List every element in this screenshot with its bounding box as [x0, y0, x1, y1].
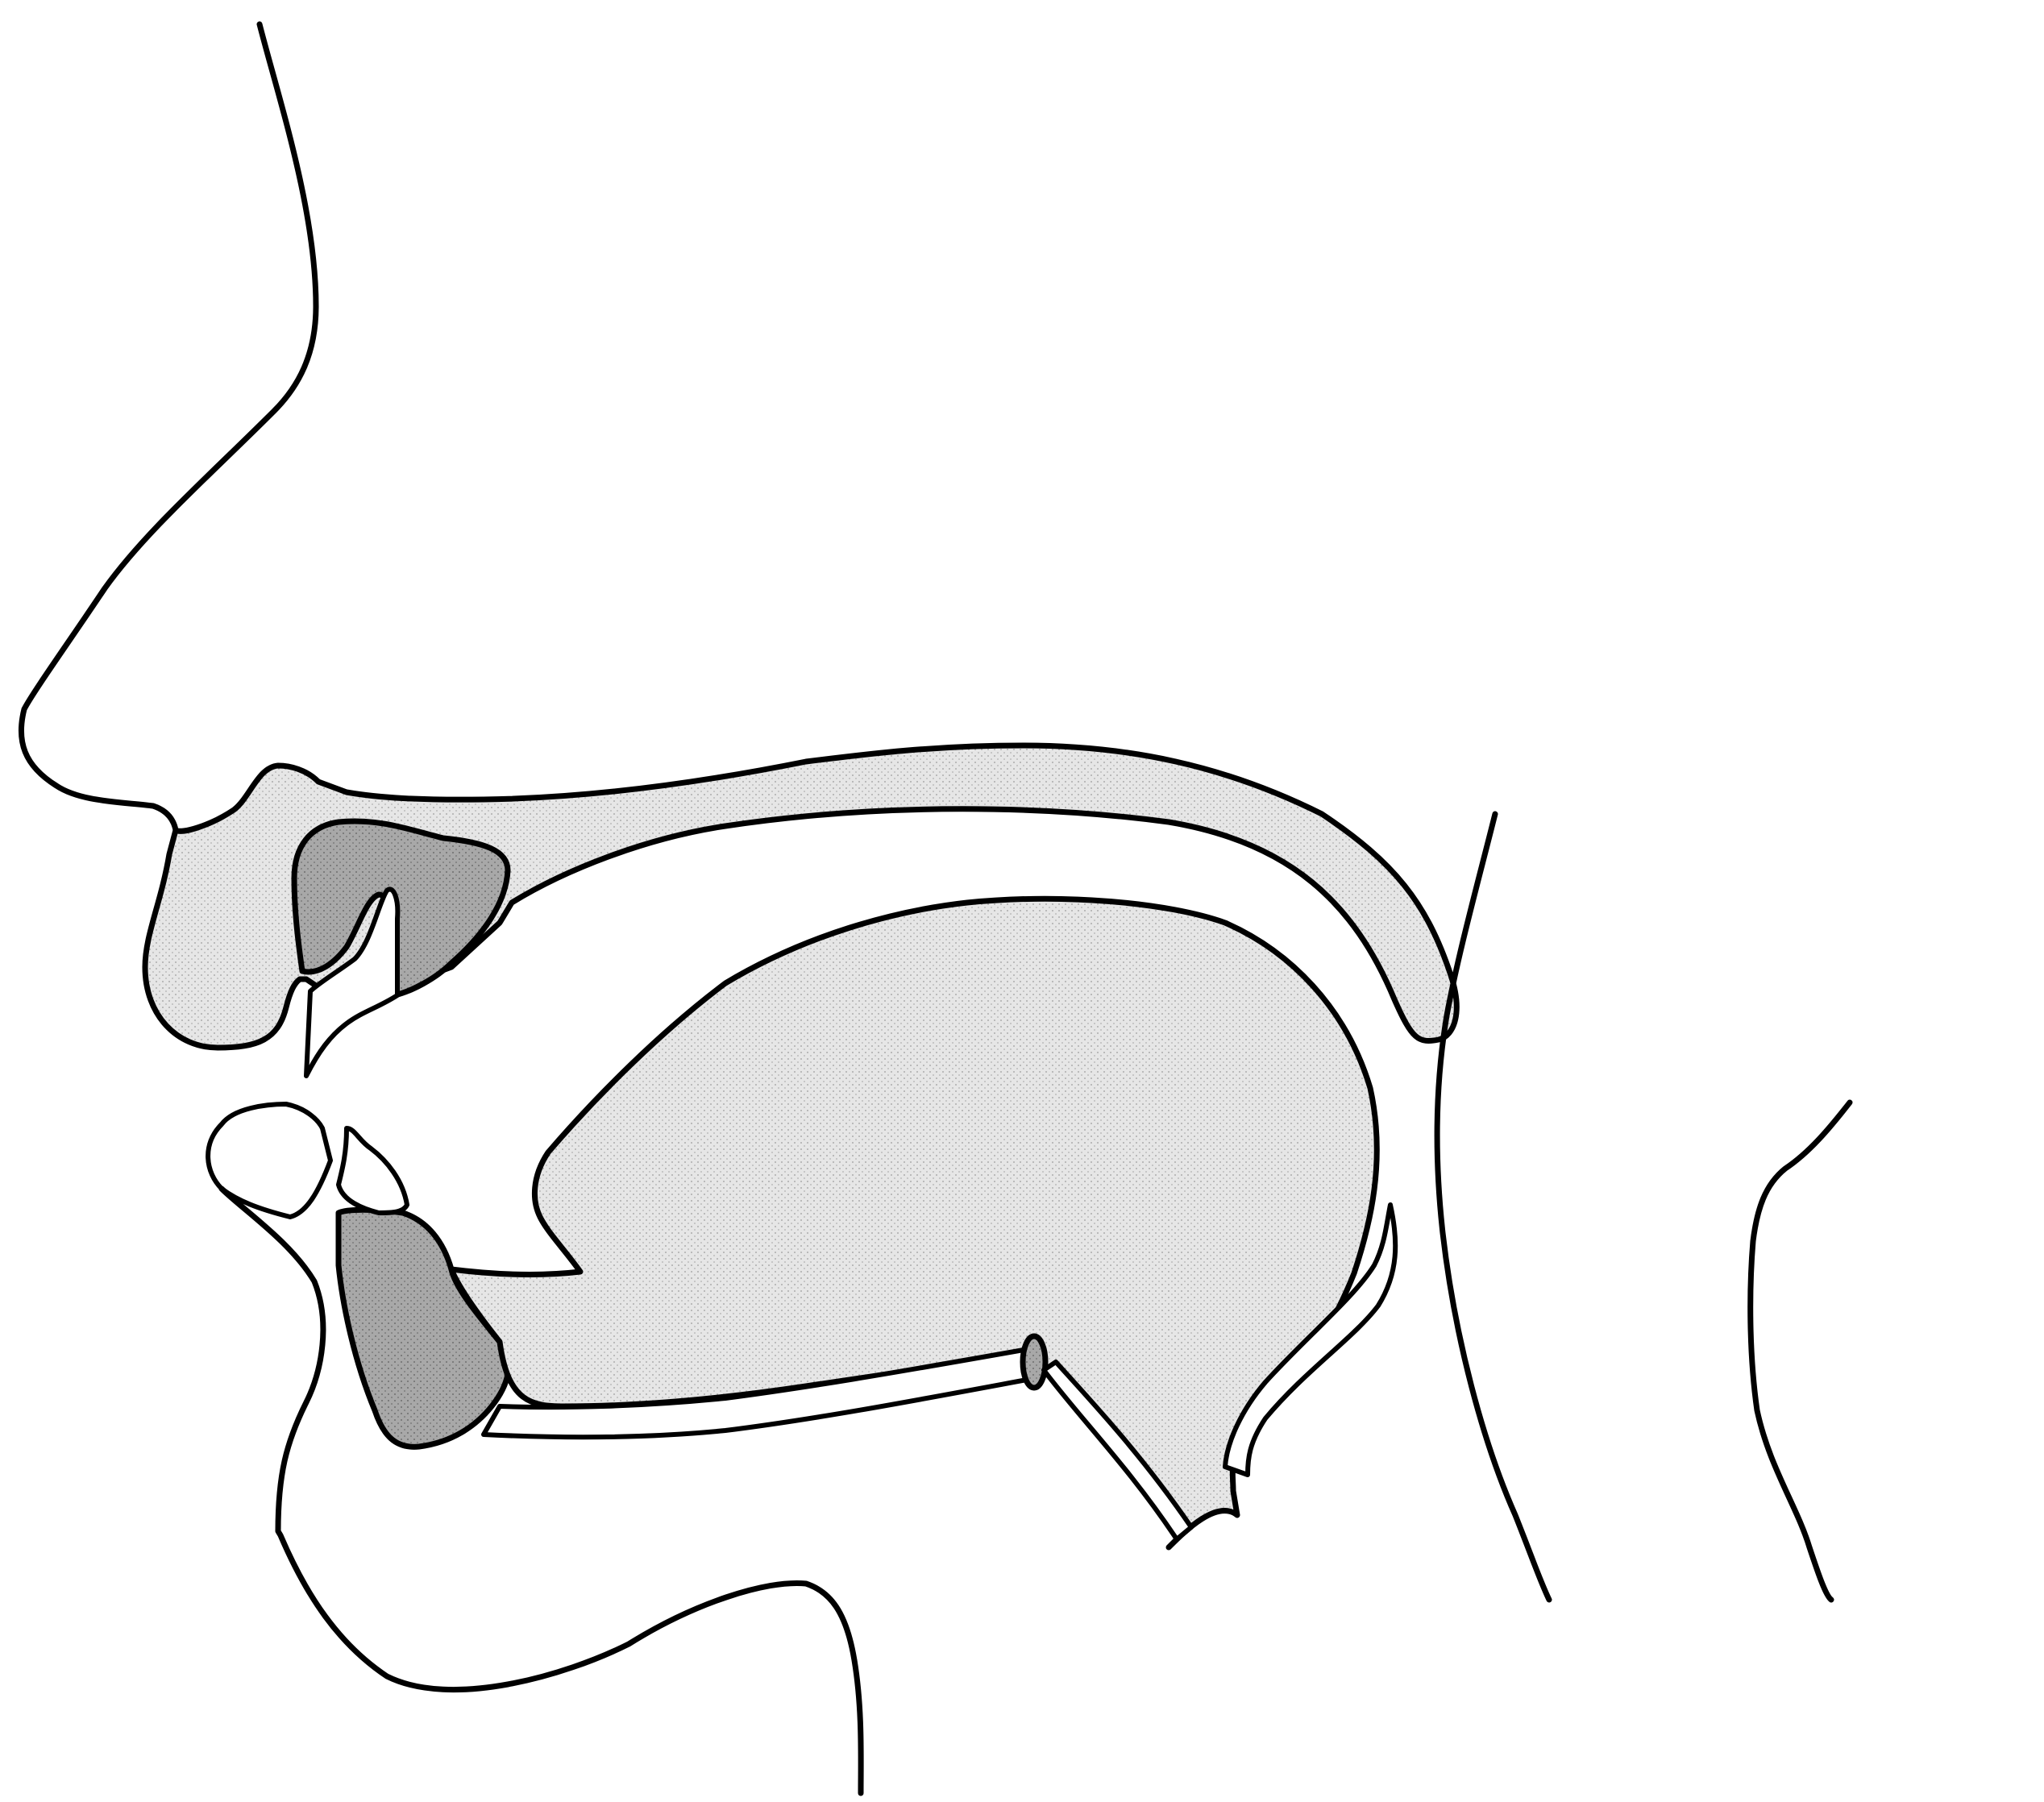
palate: [142, 742, 1460, 1051]
lower-lip-dark: [335, 1206, 512, 1450]
face-profile: [18, 21, 319, 833]
neck-back: [1747, 1099, 1853, 1603]
upper-teeth: [304, 886, 401, 1078]
upper-lip: [291, 818, 511, 999]
hyoid: [1020, 1333, 1049, 1391]
lower-teeth: [336, 1126, 409, 1215]
chin-outline: [218, 1185, 864, 1796]
pharynx-wall: [1434, 811, 1552, 1603]
epiglottis: [1223, 1202, 1398, 1477]
lower-lip: [206, 1102, 333, 1219]
tongue-root-band: [1041, 1360, 1194, 1542]
